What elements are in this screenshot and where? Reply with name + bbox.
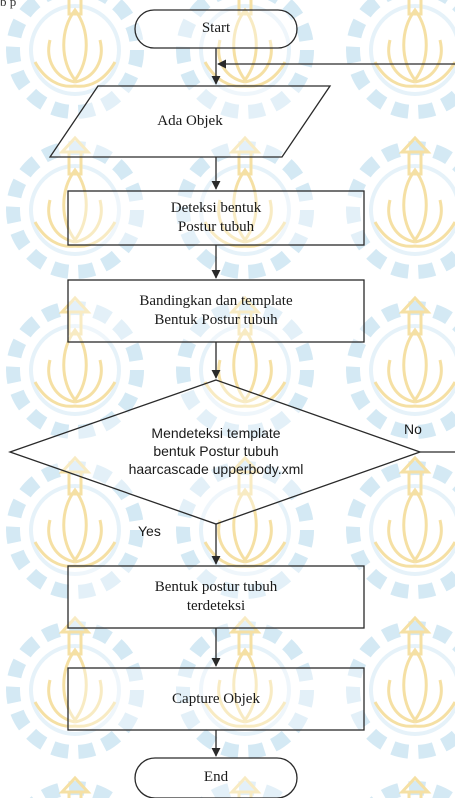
process-1-line-1: Deteksi bentuk [170, 200, 262, 216]
decision-line-3: haarcascade upperbody.xml [128, 461, 304, 477]
start-label: Start [201, 20, 231, 36]
decision-yes-label: Yes [138, 523, 161, 539]
process-box-3 [67, 565, 365, 629]
process-3-line-1: Bentuk postur tubuh [154, 579, 278, 595]
process-3-line-2: terdeteksi [186, 598, 246, 614]
process-box-4 [67, 667, 365, 731]
decision-line-1: Mendeteksi template [151, 425, 281, 441]
decision-line-2: bentuk Postur tubuh [153, 443, 279, 459]
process-2-label: Bandingkan dan template Bentuk Postur tu… [68, 292, 364, 330]
process-1-line-2: Postur tubuh [177, 219, 255, 235]
process-2-line-1: Bandingkan dan template [139, 293, 293, 309]
end-label: End [203, 769, 229, 785]
end-terminator [134, 757, 298, 798]
process-box-2 [67, 279, 365, 343]
input-parallelogram [48, 85, 332, 158]
process-3-label: Bentuk postur tubuh terdeteksi [68, 578, 364, 616]
decision-no-label: No [404, 421, 422, 437]
process-4-label: Capture Objek [172, 691, 260, 707]
input-label: Ada Objek [157, 113, 223, 129]
decision-label: Mendeteksi template bentuk Postur tubuh … [60, 424, 372, 478]
process-box-1 [67, 190, 365, 246]
process-1-label: Deteksi bentuk Postur tubuh [68, 199, 364, 237]
process-2-line-2: Bentuk Postur tubuh [154, 312, 278, 328]
header-fragment: b p [0, 0, 17, 9]
